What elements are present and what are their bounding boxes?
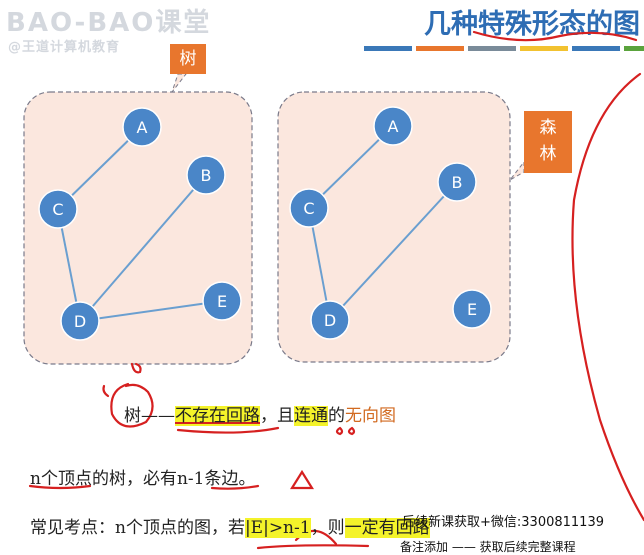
tree-edge-d-b bbox=[79, 174, 207, 322]
forest-node-label-d: D bbox=[324, 311, 336, 330]
title-stripe bbox=[520, 46, 568, 51]
property-n-vertices-tree: n个顶点的树 bbox=[30, 469, 126, 489]
tree-node-a bbox=[122, 107, 162, 147]
property-n-minus-1-edges: n-1条边 bbox=[176, 469, 239, 489]
forest-edge-d-b bbox=[329, 181, 458, 321]
exam-point: 常见考点：n个顶点的图，若|E|>n-1，则一定有回路 bbox=[30, 513, 430, 538]
forest-node-label-e: E bbox=[467, 300, 477, 319]
exam-point-then: ，则 bbox=[310, 518, 345, 538]
title-stripe bbox=[468, 46, 516, 51]
tree-definition: 树——不存在回路，且连通的无向图 bbox=[124, 401, 396, 426]
forest-label: 森 林 bbox=[524, 111, 572, 173]
footer-note: 备注添加 —— 获取后续完整课程 bbox=[400, 540, 576, 554]
definition-undirected-graph: 无向图 bbox=[345, 406, 396, 426]
tree-node-label-d: D bbox=[74, 312, 86, 331]
title-stripe bbox=[416, 46, 464, 51]
forest-node-b bbox=[437, 162, 477, 202]
exam-point-n-vertices-graph: n个顶点的图 bbox=[115, 518, 211, 538]
forest-node-a bbox=[373, 106, 413, 146]
forest-label-line-2: 林 bbox=[539, 144, 557, 164]
definition-de: 的 bbox=[328, 406, 345, 426]
tree-node-c bbox=[38, 189, 78, 229]
title-stripe bbox=[572, 46, 620, 51]
title-stripe bbox=[364, 46, 412, 51]
property-must-have: ，必有 bbox=[125, 469, 177, 489]
tree-edge-d-e bbox=[79, 300, 223, 322]
title-stripe bbox=[624, 46, 644, 51]
footer-contact: 后续新课获取+微信:3300811139 bbox=[402, 515, 604, 530]
tree-node-d bbox=[60, 301, 100, 341]
definition-term: 树 bbox=[124, 406, 141, 426]
forest-label-line-1: 森 bbox=[539, 118, 557, 138]
forest-node-d bbox=[310, 300, 350, 340]
tree-label: 树 bbox=[170, 44, 206, 74]
handwritten-annotations bbox=[28, 30, 644, 550]
watermark-subtitle: @王道计算机教育 bbox=[8, 40, 121, 55]
tree-edge-property: n个顶点的树，必有n-1条边。 bbox=[30, 464, 255, 489]
definition-connected: 连通 bbox=[294, 406, 328, 426]
tree-node-label-a: A bbox=[137, 118, 148, 137]
forest-node-label-b: B bbox=[452, 173, 463, 192]
tree-node-label-c: C bbox=[52, 200, 63, 219]
forest-callout-pointer bbox=[509, 160, 525, 181]
tree-node-e bbox=[202, 281, 242, 321]
exam-point-if: ，若 bbox=[210, 518, 245, 538]
forest-node-c bbox=[289, 188, 329, 228]
forest-node-label-a: A bbox=[388, 117, 399, 136]
tree-node-label-b: B bbox=[201, 166, 212, 185]
property-period: 。 bbox=[238, 469, 256, 489]
definition-dash: —— bbox=[141, 406, 175, 426]
exam-point-has-cycle: 一定有回路 bbox=[344, 518, 430, 538]
definition-no-cycle: 不存在回路 bbox=[175, 406, 260, 426]
forest-node-e bbox=[452, 289, 492, 329]
page-title: 几种特殊形态的图 bbox=[424, 9, 640, 40]
forest-node-label-c: C bbox=[303, 199, 314, 218]
exam-point-condition: |E|>n-1 bbox=[244, 518, 311, 538]
forest-nodes: A B C D E bbox=[289, 106, 492, 340]
tree-node-b bbox=[186, 155, 226, 195]
tree-nodes: A B C D E bbox=[38, 107, 242, 341]
definition-and: ，且 bbox=[260, 406, 294, 426]
watermark-logo: BAO-BAO课堂 bbox=[6, 8, 212, 38]
tree-node-label-e: E bbox=[217, 292, 227, 311]
tree-callout-pointer bbox=[171, 73, 188, 93]
forest-container bbox=[277, 91, 511, 363]
exam-point-label: 常见考点： bbox=[30, 518, 115, 538]
